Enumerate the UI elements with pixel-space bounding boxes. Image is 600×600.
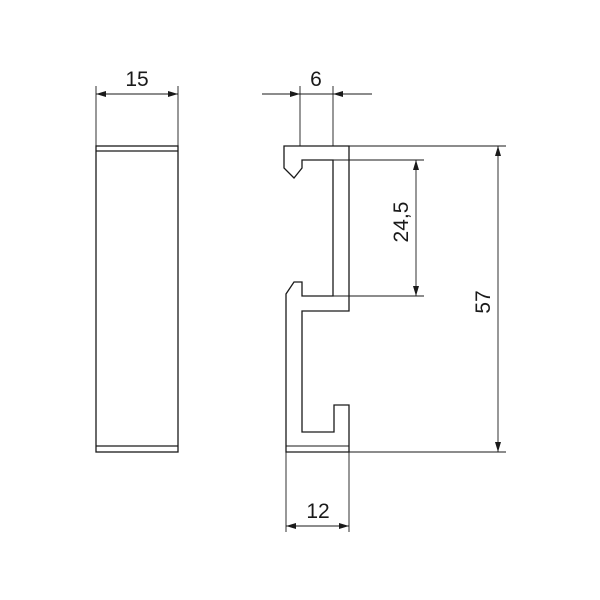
- arrowhead: [413, 286, 419, 296]
- arrowhead: [339, 523, 349, 529]
- arrowhead: [286, 523, 296, 529]
- front-view: 15: [95, 68, 179, 453]
- dimension-lip-width: 6: [262, 68, 372, 146]
- dimension-inner-height: 24,5: [333, 159, 424, 297]
- dimension-label-inner-height: 24,5: [390, 202, 413, 243]
- front-view-outline: [95, 145, 179, 453]
- dimension-front-width: 15: [95, 68, 179, 146]
- dimension-total-height: 57: [349, 145, 506, 453]
- profile-outline: [283, 145, 350, 453]
- arrowhead: [495, 442, 501, 452]
- arrowhead: [96, 91, 106, 97]
- dimension-label-total-height: 57: [472, 290, 495, 313]
- dimension-label-base-width: 12: [306, 500, 329, 523]
- arrowhead: [495, 146, 501, 156]
- arrowhead: [413, 160, 419, 170]
- side-profile: [283, 145, 350, 453]
- arrowhead: [333, 91, 343, 97]
- arrowhead: [168, 91, 178, 97]
- dimension-base-width: 12: [285, 452, 350, 532]
- dimension-label-front-width: 15: [125, 68, 148, 91]
- dimension-label-lip-width: 6: [310, 68, 322, 91]
- arrowhead: [290, 91, 300, 97]
